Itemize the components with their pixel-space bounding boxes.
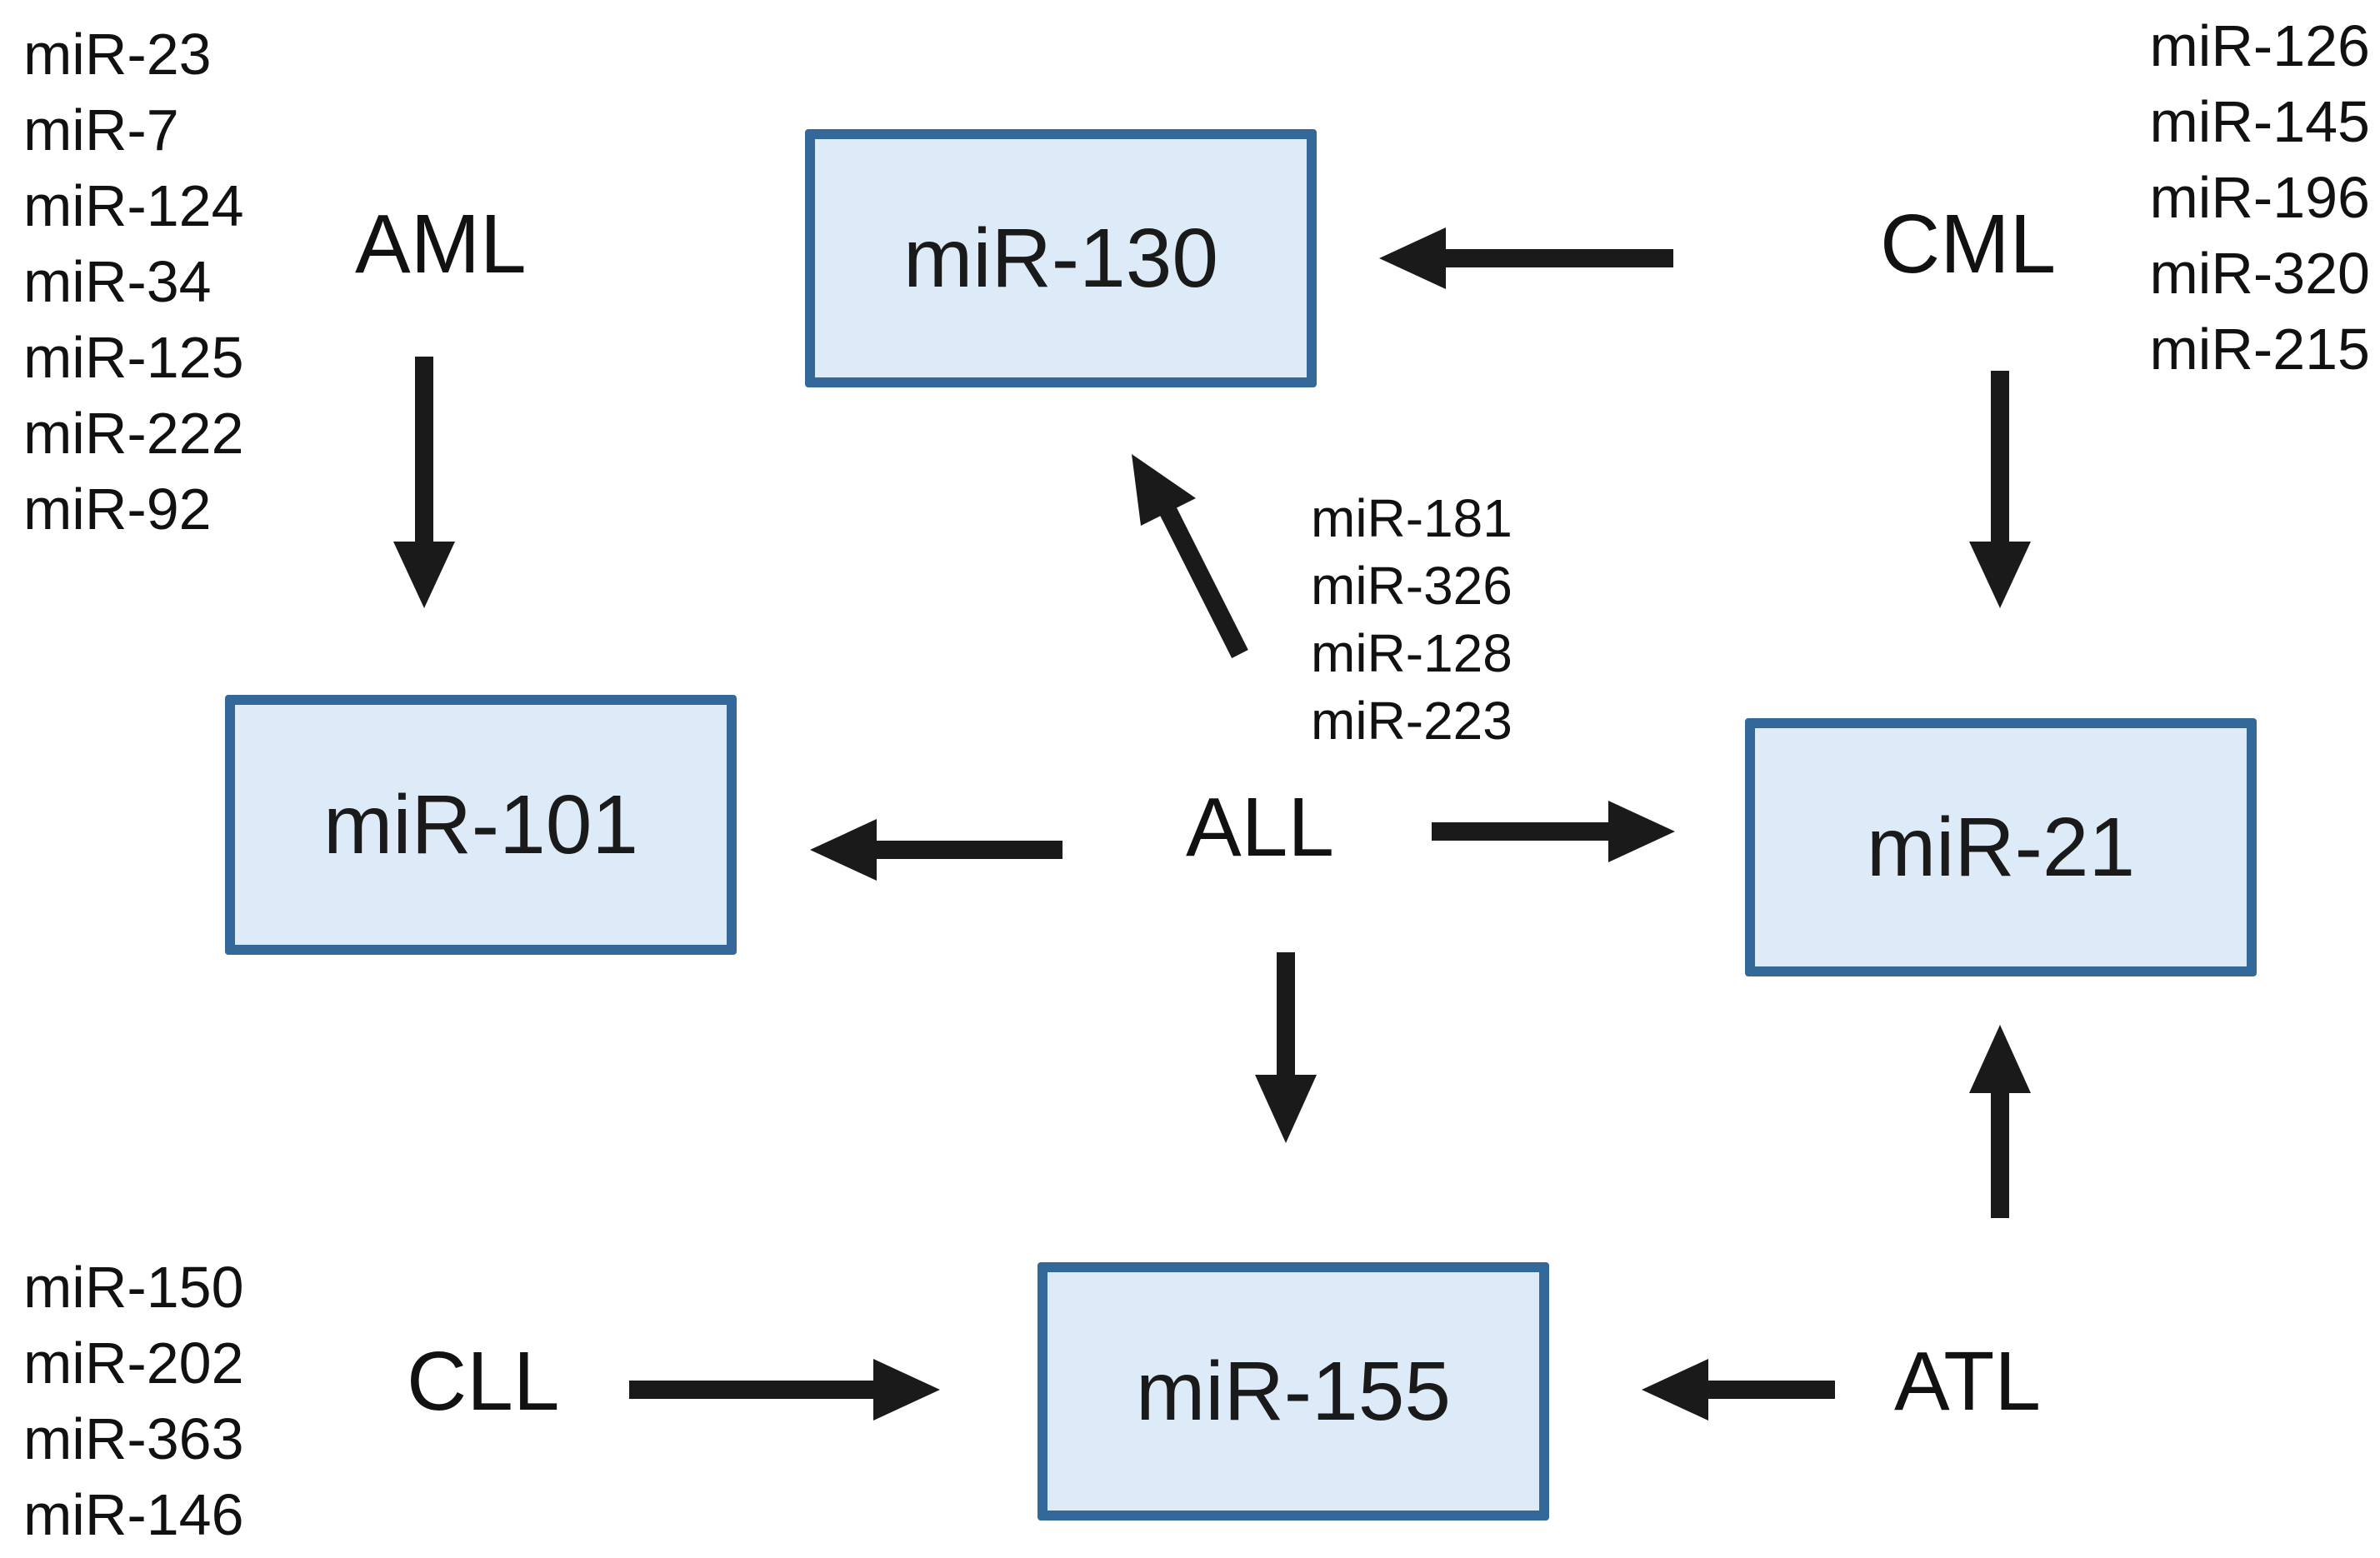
hub-box-mir155: miR-155 — [1038, 1262, 1549, 1521]
arrow-cll-to-mir155 — [629, 1359, 940, 1421]
aml-mirna-item: miR-23 — [23, 22, 212, 87]
all-mirna-item: miR-223 — [1311, 691, 1512, 751]
all-mirna-item: miR-326 — [1311, 556, 1512, 616]
arrow-all-to-mir155 — [1255, 952, 1317, 1143]
cll-mirna-item: miR-202 — [23, 1331, 244, 1396]
hub-box-mir101: miR-101 — [225, 695, 737, 955]
cml-mirna-item: miR-215 — [2149, 317, 2370, 382]
arrow-all-to-mir21 — [1432, 801, 1675, 862]
aml-mirna-item: miR-222 — [23, 401, 244, 466]
arrow-aml-to-mir101 — [393, 357, 455, 608]
cll-mirna-item: miR-363 — [23, 1406, 244, 1471]
cml-mirna-item: miR-145 — [2149, 89, 2370, 154]
cml-mirna-list: miR-126 miR-145 miR-196 miR-320 miR-215 — [2149, 8, 2370, 387]
arrow-cml-to-mir21 — [1969, 371, 2031, 608]
cml-mirna-item: miR-126 — [2149, 13, 2370, 78]
cml-mirna-item: miR-320 — [2149, 241, 2370, 306]
arrow-cml-to-mir130 — [1379, 227, 1673, 289]
aml-mirna-item: miR-34 — [23, 249, 212, 314]
arrow-all-to-mir130 — [1132, 454, 1248, 658]
all-mirna-list: miR-181 miR-326 miR-128 miR-223 — [1311, 485, 1512, 755]
cll-mirna-item: miR-150 — [23, 1255, 244, 1320]
cll-mirna-item: miR-146 — [23, 1482, 244, 1547]
cml-mirna-item: miR-196 — [2149, 165, 2370, 230]
aml-mirna-item: miR-7 — [23, 97, 179, 162]
aml-mirna-item: miR-92 — [23, 477, 212, 542]
disease-label-aml: AML — [355, 197, 527, 291]
hub-box-mir130: miR-130 — [805, 129, 1317, 387]
cll-mirna-list: miR-150 miR-202 miR-363 miR-146 — [23, 1250, 244, 1553]
arrow-atl-to-mir21 — [1969, 1025, 2031, 1218]
all-mirna-item: miR-128 — [1311, 623, 1512, 683]
aml-mirna-item: miR-125 — [23, 325, 244, 390]
disease-label-all: ALL — [1186, 781, 1334, 874]
arrow-all-to-mir101 — [810, 819, 1062, 881]
hub-box-mir21: miR-21 — [1745, 718, 2257, 976]
all-mirna-item: miR-181 — [1311, 488, 1512, 548]
disease-label-cml: CML — [1880, 197, 2057, 291]
aml-mirna-list: miR-23 miR-7 miR-124 miR-34 miR-125 miR-222 mi… — [23, 17, 244, 547]
disease-label-atl: ATL — [1894, 1335, 2041, 1428]
disease-label-cll: CLL — [407, 1335, 560, 1428]
arrow-atl-to-mir155 — [1642, 1359, 1835, 1421]
aml-mirna-item: miR-124 — [23, 173, 244, 238]
